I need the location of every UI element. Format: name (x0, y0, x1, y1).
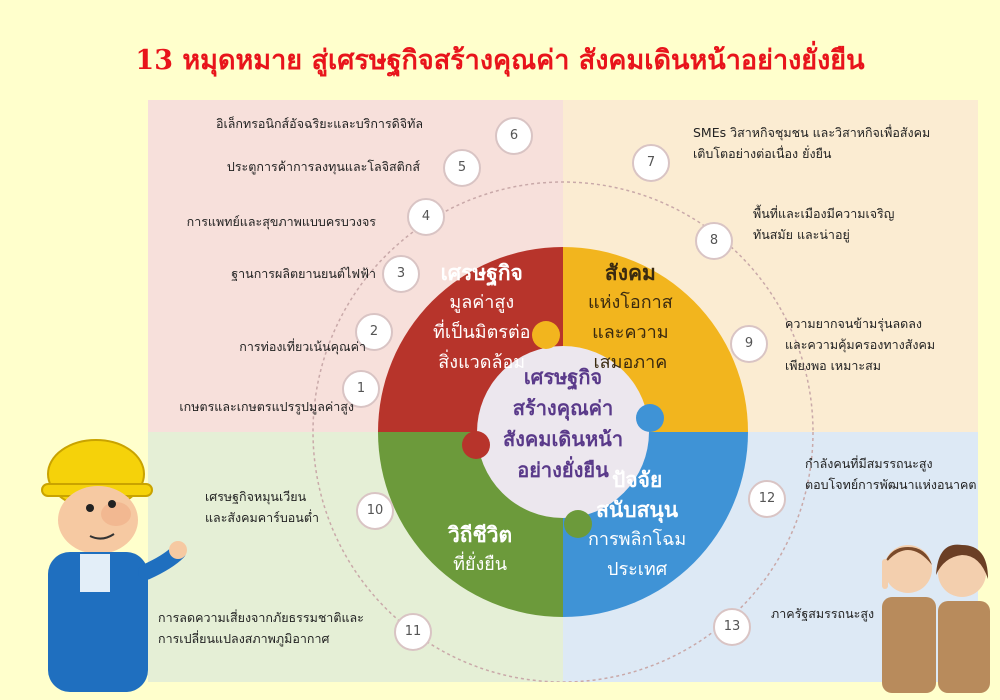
milestone-4-badge: 4 (407, 198, 445, 236)
milestone-1-text: เกษตรและเกษตรแปรรูปมูลค่าสูง (179, 399, 354, 414)
puzzle-knob-bottom (564, 510, 592, 538)
milestone-8-text: พื้นที่และเมืองมีความเจริญทันสมัย และน่า… (753, 206, 895, 242)
puzzle-knob-right (636, 404, 664, 432)
milestone-12-text: กำลังคนที่มีสมรรถนะสูงตอบโจทย์การพัฒนาแห… (805, 456, 977, 492)
economy-label: เศรษฐกิจ มูลค่าสูง ที่เป็นมิตรต่อ สิ่งแว… (433, 261, 531, 373)
puzzle-ring (312, 181, 814, 682)
puzzle-knob-left (462, 431, 490, 459)
support-label: ปัจจัย สนับสนุน การพลิกโฉม ประเทศ (588, 468, 687, 580)
milestone-10-text: เศรษฐกิจหมุนเวียนและสังคมคาร์บอนต่ำ (205, 489, 319, 525)
milestone-3-badge: 3 (382, 255, 420, 293)
milestone-7-text: SMEs วิสาหกิจชุมชน และวิสาหกิจเพื่อสังคม… (693, 125, 931, 161)
milestone-10-badge: 10 (356, 492, 394, 530)
center-hub (477, 346, 649, 518)
center-label: เศรษฐกิจ สร้างคุณค่า สังคมเดินหน้า อย่าง… (502, 365, 624, 482)
milestone-9-text: ความยากจนข้ามรุ่นลดลงและความคุ้มครองทางส… (785, 316, 936, 373)
engineer-mascot (41, 439, 187, 692)
milestone-5-text: ประตูการค้าการลงทุนและโลจิสติกส์ (226, 159, 420, 174)
milestone-12-badge: 12 (748, 480, 786, 518)
milestones-diagram: เศรษฐกิจ มูลค่าสูง ที่เป็นมิตรต่อ สิ่งแว… (148, 100, 978, 682)
officials-mascot (882, 544, 990, 693)
milestone-6-badge: 6 (495, 117, 533, 155)
milestone-2-badge: 2 (355, 313, 393, 351)
outer-orbit (312, 181, 814, 682)
milestone-13-badge: 13 (713, 608, 751, 646)
milestone-9-badge: 9 (730, 325, 768, 363)
milestone-8-badge: 8 (695, 222, 733, 260)
milestone-11-badge: 11 (394, 613, 432, 651)
milestone-2-text: การท่องเที่ยวเน้นคุณค่า (239, 339, 366, 354)
page-title: 13 หมุดหมาย สู่เศรษฐกิจสร้างคุณค่า สังคม… (135, 45, 865, 76)
lifestyle-label: วิถีชีวิต ที่ยั่งยืน (448, 523, 513, 575)
milestone-11-text: การลดความเสี่ยงจากภัยธรรมชาติและการเปลี่… (158, 610, 364, 646)
milestone-1-badge: 1 (342, 370, 380, 408)
milestone-4-text: การแพทย์และสุขภาพแบบครบวงจร (186, 214, 376, 229)
milestone-6-text: อิเล็กทรอนิกส์อัจฉริยะและบริการดิจิทัล (215, 116, 423, 131)
milestone-3-text: ฐานการผลิตยานยนต์ไฟฟ้า (231, 266, 376, 281)
society-label: สังคม แห่งโอกาส และความ เสมอภาค (588, 261, 673, 373)
milestone-5-badge: 5 (443, 149, 481, 187)
puzzle-knob-top (532, 321, 560, 349)
milestone-13-text: ภาครัฐสมรรถนะสูง (771, 606, 875, 621)
milestone-7-badge: 7 (632, 144, 670, 182)
